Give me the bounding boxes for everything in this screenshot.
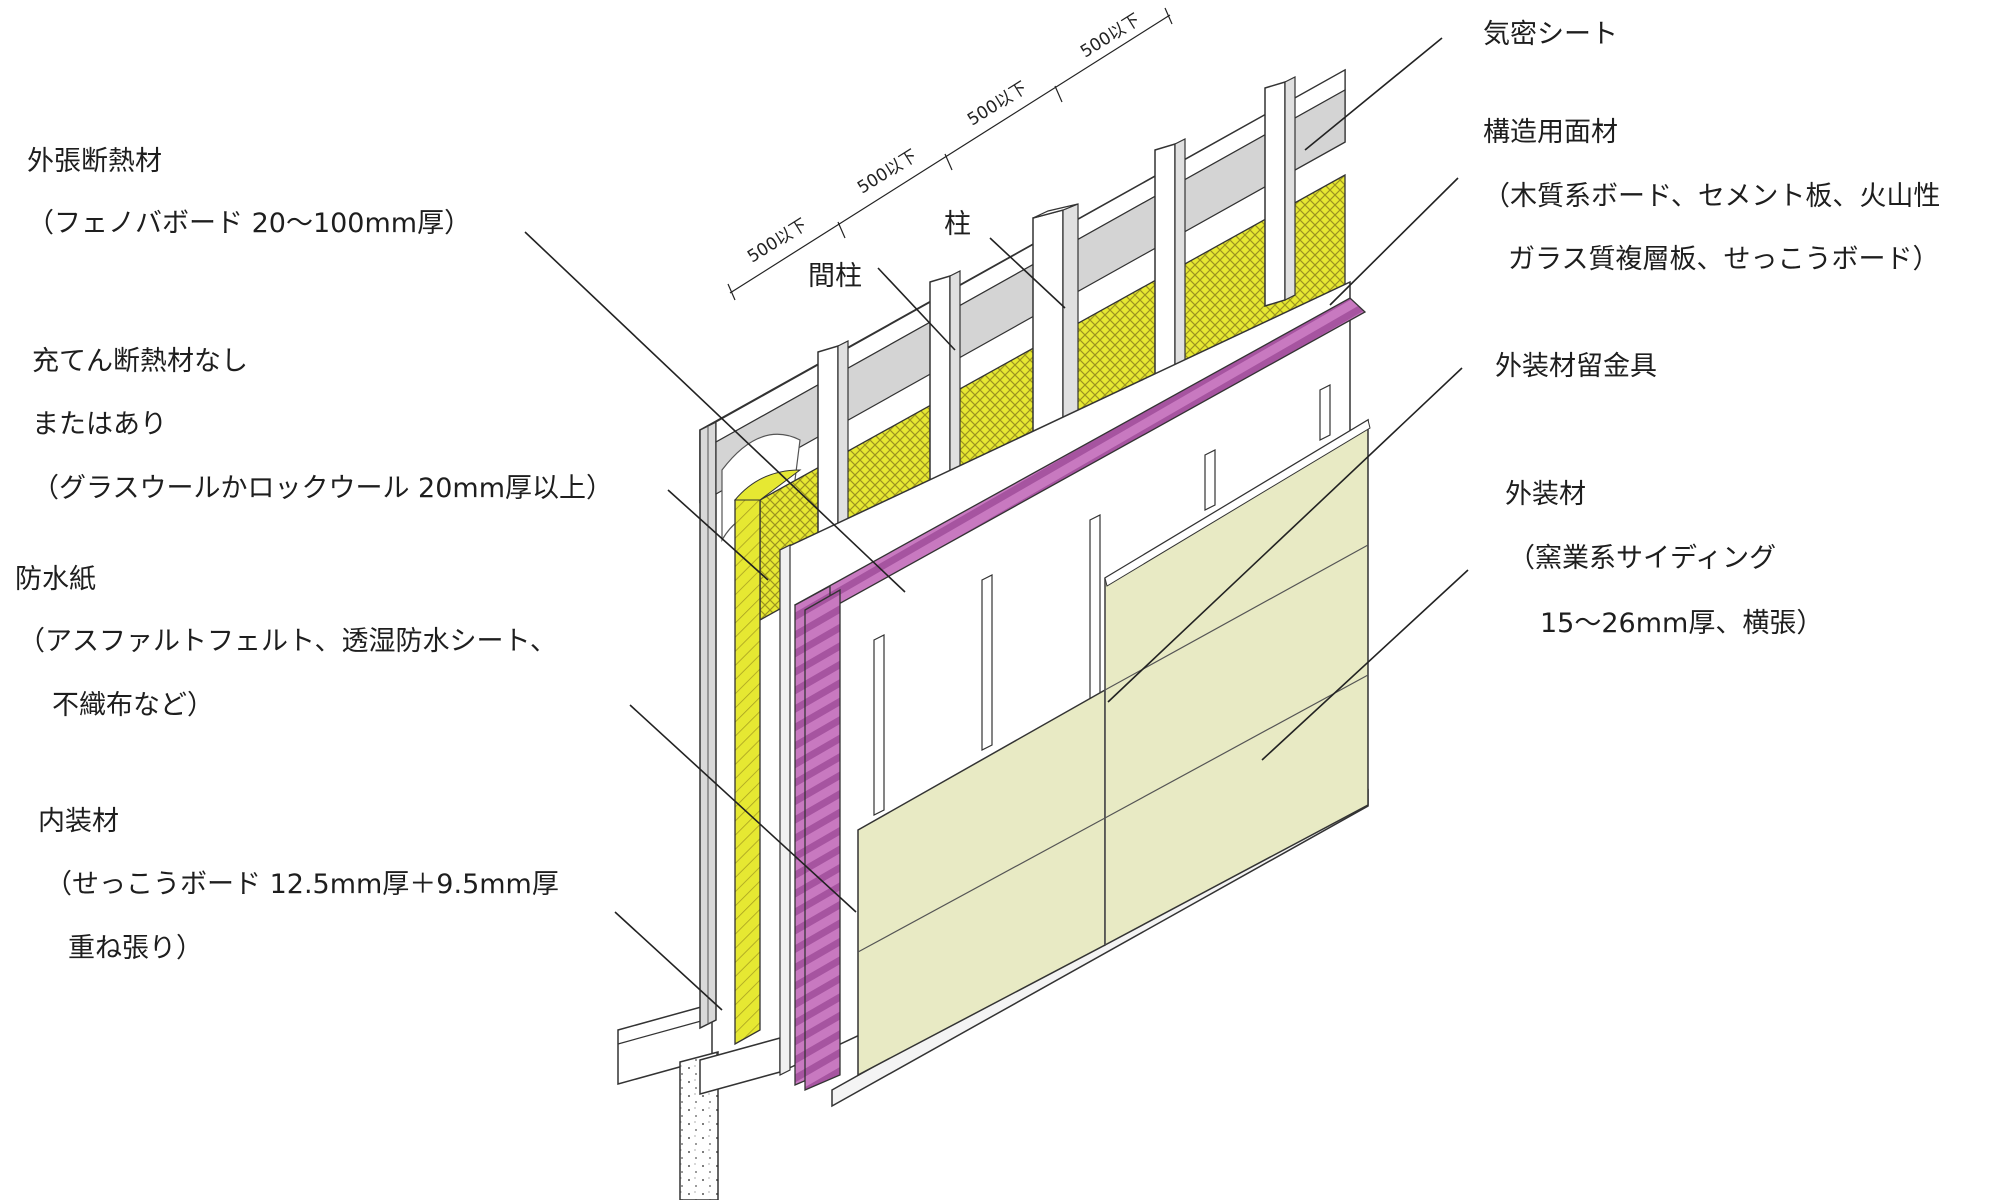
- leader-lines: [524, 37, 1469, 1011]
- label-exterior-insulation-title: 外張断熱材: [27, 146, 162, 177]
- label-structural-panel-detail-1: （木質系ボード、セメント板、火山性: [1483, 181, 1941, 212]
- siding-cladding: [857, 418, 1371, 1077]
- label-interior-finish-detail-2: 重ね張り）: [68, 933, 203, 964]
- label-post: 柱: [944, 209, 971, 240]
- label-cavity-insulation-title-2: またはあり: [32, 409, 167, 440]
- label-exterior-insulation-detail: （フェノバボード 20～100mm厚）: [27, 208, 472, 239]
- label-cladding-fastener: 外装材留金具: [1495, 351, 1657, 382]
- label-cladding-detail-2: 15～26mm厚、横張）: [1540, 608, 1824, 639]
- label-structural-panel-detail-2: ガラス質複層板、せっこうボード）: [1508, 244, 1940, 275]
- label-waterproof-paper-title: 防水紙: [15, 564, 96, 595]
- spacing-dim-2: 500以下: [854, 146, 921, 198]
- label-structural-panel-title: 構造用面材: [1483, 117, 1618, 148]
- cladding-fastener-rails: [873, 384, 1331, 816]
- label-interior-finish-detail-1: （せっこうボード 12.5mm厚＋9.5mm厚: [45, 869, 559, 900]
- label-interior-finish-title: 内装材: [38, 806, 119, 837]
- spacing-dim-4: 500以下: [1077, 10, 1144, 62]
- label-airtight-sheet: 気密シート: [1483, 19, 1618, 50]
- label-waterproof-paper-detail-2: 不織布など）: [52, 690, 214, 721]
- label-waterproof-paper-detail-1: （アスファルトフェルト、透湿防水シート、: [18, 626, 557, 657]
- label-cladding-title: 外装材: [1505, 479, 1586, 510]
- label-cavity-insulation-detail: （グラスウールかロックウール 20mm厚以上）: [32, 473, 614, 504]
- spacing-dimension-line: [727, 7, 1173, 301]
- spacing-dim-3: 500以下: [964, 78, 1031, 130]
- label-stud: 間柱: [808, 261, 862, 292]
- spacing-dim-1: 500以下: [744, 215, 811, 267]
- label-cavity-insulation-title-1: 充てん断熱材なし: [32, 346, 248, 377]
- exterior-insulation: [793, 297, 1367, 1091]
- label-cladding-detail-1: （窯業系サイディング: [1508, 543, 1777, 574]
